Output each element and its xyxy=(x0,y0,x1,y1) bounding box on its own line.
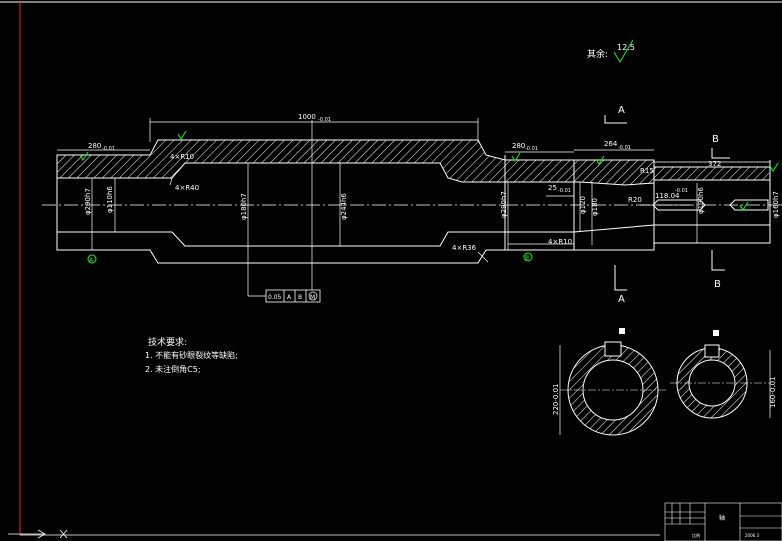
title-block xyxy=(664,502,782,541)
datum-a: A xyxy=(89,257,94,264)
dim-keyway: 372 xyxy=(708,160,721,168)
datum-markers: A B xyxy=(87,252,533,264)
title-cell-name: 轴 xyxy=(719,514,725,522)
diameter-labels: φ290h7 φ110h6 φ180h7 φ244h6 φ290h7 φ120 … xyxy=(84,186,780,220)
section-dim-a: 220-0.01 xyxy=(552,384,560,415)
dia-label: φ290h7 xyxy=(84,188,92,215)
geo-tolerance-frame: 0.05 A B M xyxy=(247,270,321,303)
section-label-b-bottom: B xyxy=(714,279,721,290)
dim-small-tol: -0.01 xyxy=(675,188,688,194)
dim-mid: 280 xyxy=(512,142,525,150)
radius-label: 4×R10 xyxy=(548,238,572,246)
dim-short: 25 xyxy=(548,184,557,192)
svg-text:A: A xyxy=(287,294,292,301)
title-cell-scale: 比例 xyxy=(692,532,700,538)
roughness-symbols xyxy=(79,130,779,211)
dia-label: φ180 xyxy=(591,198,599,216)
ucs-icon xyxy=(8,529,68,539)
dia-label: φ160h7 xyxy=(772,191,780,218)
radius-label: 4×R40 xyxy=(175,184,199,192)
section-view-a: 220-0.01 xyxy=(552,328,668,436)
shaft-upper-section xyxy=(56,139,771,186)
radius-callouts: 4×R10 4×R40 4×R36 4×R10 R15 xyxy=(169,153,654,263)
svg-text:0.05: 0.05 xyxy=(268,294,282,301)
dia-label: φ290h7 xyxy=(500,191,508,218)
section-label-a-bottom: A xyxy=(618,294,625,305)
dimension-texts: 1000 -0.01 280 -0.01 280 -0.01 264 -0.01… xyxy=(88,113,721,204)
section-cuts xyxy=(604,115,730,291)
radius-label: 4×R36 xyxy=(452,244,477,252)
dim-left: 280 xyxy=(88,142,101,150)
dim-overall-tol: -0.01 xyxy=(318,117,331,123)
svg-text:其余:: 其余: xyxy=(587,48,608,60)
radius-label: R15 xyxy=(640,167,654,175)
dim-overall: 1000 xyxy=(298,113,316,121)
section-label-b-top: B xyxy=(712,134,719,145)
section-dim-b: 160-0.01 xyxy=(769,377,777,408)
section-view-b: 160-0.01 xyxy=(670,330,777,419)
svg-text:M: M xyxy=(310,294,315,301)
dia-label: φ110h6 xyxy=(106,186,114,213)
svg-text:12.5: 12.5 xyxy=(617,43,635,52)
dia-label: φ100h6 xyxy=(697,187,705,214)
dimension-lines xyxy=(57,118,771,290)
radius-label: 4×R10 xyxy=(170,153,194,161)
dia-label: φ120 xyxy=(579,196,587,214)
dim-left-tol: -0.01 xyxy=(102,146,115,152)
roughness-note: 其余: 12.5 xyxy=(587,39,635,63)
dim-right: 264 xyxy=(604,140,618,148)
title-cell-date: 2006.3 xyxy=(745,533,759,538)
dim-mid-tol: -0.01 xyxy=(525,146,538,152)
dim-groove-r: R20 xyxy=(628,196,642,204)
section-label-a-top: A xyxy=(618,105,625,116)
datum-b: B xyxy=(525,255,529,262)
note-item: 1. 不能有砂眼裂纹等缺陷; xyxy=(145,350,238,360)
dia-label: φ180h7 xyxy=(240,193,248,220)
dim-small: 118.04 xyxy=(655,192,680,200)
technical-notes: 技术要求: 1. 不能有砂眼裂纹等缺陷; 2. 未注倒角C5; xyxy=(145,336,238,374)
dim-right-tol: -0.01 xyxy=(618,145,631,151)
dim-short-tol: -0.01 xyxy=(558,188,571,194)
svg-text:B: B xyxy=(298,294,302,301)
notes-title: 技术要求: xyxy=(148,336,187,348)
note-item: 2. 未注倒角C5; xyxy=(145,364,201,374)
dia-label: φ244h6 xyxy=(340,193,348,220)
